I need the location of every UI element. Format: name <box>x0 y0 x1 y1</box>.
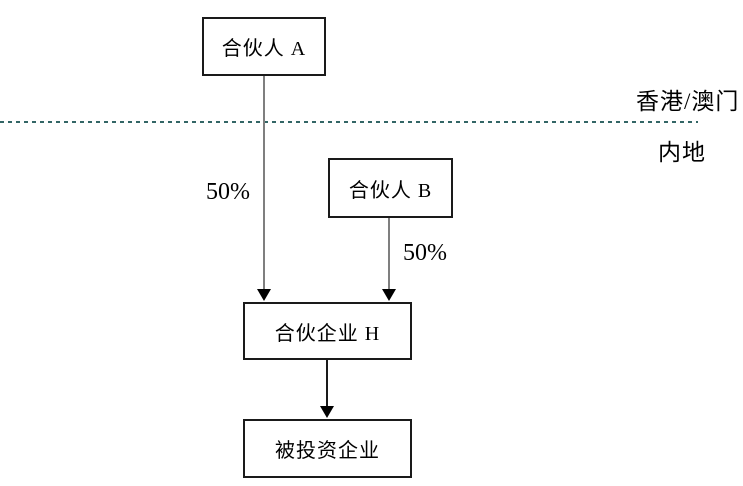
arrowhead-a-icon <box>257 289 271 301</box>
arrowhead-h-icon <box>320 406 334 418</box>
edge-partner-b-to-h <box>388 218 390 291</box>
node-partnership-h-label: 合伙企业 H <box>274 322 381 345</box>
node-partnership-h: 合伙企业 H <box>243 302 412 360</box>
node-partner-a: 合伙人 A <box>202 17 326 76</box>
node-partner-b-label: 合伙人 B <box>348 179 433 202</box>
node-partner-b: 合伙人 B <box>328 158 453 218</box>
border-dashed-divider <box>0 121 698 123</box>
node-partner-a-label: 合伙人 A <box>221 38 307 60</box>
region-label-hongkong-macau: 香港/澳门 <box>636 89 740 114</box>
edge-label-b-50pct: 50% <box>403 240 447 266</box>
node-investee: 被投资企业 <box>243 419 412 478</box>
edge-label-a-50pct: 50% <box>206 179 250 205</box>
arrowhead-b-icon <box>382 289 396 301</box>
region-label-mainland: 内地 <box>658 140 706 165</box>
edge-h-to-investee <box>326 360 328 408</box>
node-investee-label: 被投资企业 <box>275 440 380 462</box>
edge-partner-a-to-h <box>263 76 265 291</box>
